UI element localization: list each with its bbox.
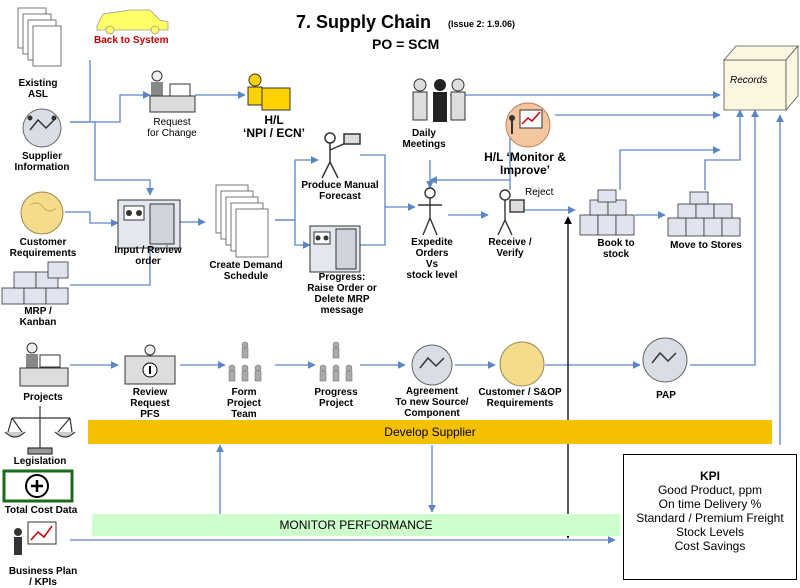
- projects-label: Projects: [23, 392, 63, 403]
- kpi-item: Good Product, ppm: [657, 483, 763, 497]
- person-box-icon: [497, 189, 525, 236]
- records-label: Records: [730, 75, 768, 86]
- back-to-system-link[interactable]: Back to System: [94, 35, 169, 46]
- machine-icon: [117, 199, 181, 249]
- hl-npi-label: H/L ‘NPI / ECN’: [242, 113, 305, 140]
- input-review-order-label: Input / Review order: [114, 245, 182, 267]
- hl-monitor-improve-label: H/L ‘Monitor & Improve’: [484, 150, 566, 177]
- business-plan-label: Business Plan / KPIs: [8, 566, 78, 588]
- boxes-icon: [1, 261, 69, 305]
- pap-label: PAP: [656, 390, 676, 401]
- customer-requirements-label: Customer Requirements: [9, 237, 77, 259]
- handshake-globe-icon: [22, 108, 62, 148]
- kpi-title: KPI: [699, 469, 720, 483]
- mrp-kanban-label: MRP / Kanban: [19, 306, 57, 328]
- progress-raise-order-label: Progress: Raise Order or Delete MRP mess…: [307, 272, 377, 316]
- monitor-improve-icon: [505, 102, 551, 148]
- produce-manual-forecast-label: Produce Manual Forecast: [301, 180, 379, 202]
- receive-verify-label: Receive / Verify: [488, 237, 532, 259]
- develop-supplier-band: Develop Supplier: [88, 420, 772, 444]
- total-cost-data-label: Total Cost Data: [4, 505, 78, 516]
- person-icon: [418, 187, 442, 236]
- kpi-item: On time Delivery %: [658, 497, 762, 511]
- desk-info-icon: [124, 344, 176, 385]
- kpi-item: Cost Savings: [674, 539, 746, 553]
- worker-yellow-icon: [247, 73, 291, 111]
- expedite-orders-label: Expedite Orders Vs stock level: [406, 237, 458, 281]
- kpi-item: Standard / Premium Freight: [636, 511, 784, 525]
- desk-worker-icon: [19, 342, 69, 387]
- issue-label: (Issue 2: 1.9.06): [448, 19, 516, 29]
- team-icon: [319, 341, 353, 382]
- request-for-change-label: Request for Change: [147, 117, 197, 139]
- customer-sop-label: Customer / S&OP Requirements: [478, 387, 562, 409]
- book-to-stock-label: Book to stock: [597, 238, 635, 260]
- daily-meetings-label: Daily Meetings: [402, 128, 446, 150]
- legislation-label: Legislation: [13, 456, 67, 467]
- boxes-icon: [667, 191, 741, 237]
- presenter-chart-icon: [14, 521, 57, 555]
- desk-worker-icon: [149, 70, 196, 113]
- team-icon: [228, 341, 262, 382]
- kpi-box: KPI Good Product, ppm On time Delivery %…: [623, 454, 797, 580]
- monitor-performance-band: MONITOR PERFORMANCE: [92, 514, 620, 536]
- page-title: 7. Supply Chain: [296, 12, 432, 32]
- review-request-pfs-label: Review Request PFS: [130, 387, 170, 420]
- reject-label: Reject: [525, 187, 554, 198]
- globe-icon: [499, 341, 545, 387]
- records-box-icon: [723, 44, 799, 112]
- page-subtitle: PO = SCM: [372, 36, 440, 52]
- progress-project-label: Progress Project: [314, 387, 358, 409]
- form-project-team-label: Form Project Team: [227, 387, 261, 420]
- machine-icon: [309, 225, 361, 273]
- move-to-stores-label: Move to Stores: [670, 240, 742, 251]
- boxes-icon: [579, 189, 635, 236]
- handshake-globe-icon: [642, 337, 688, 383]
- documents-icon: [215, 184, 269, 258]
- meeting-group-icon: [412, 78, 466, 122]
- agreement-label: Agreement To new Source/ Component: [395, 386, 469, 419]
- scale-icon: [4, 406, 76, 455]
- person-money-icon: [321, 132, 361, 179]
- documents-icon: [17, 7, 62, 67]
- create-demand-schedule-label: Create Demand Schedule: [209, 260, 283, 282]
- globe-icon: [20, 191, 64, 235]
- supplier-information-label: Supplier Information: [14, 151, 70, 173]
- plus-panel-icon: [2, 469, 74, 503]
- kpi-item: Stock Levels: [675, 525, 745, 539]
- car-icon: [96, 9, 169, 35]
- handshake-globe-icon: [411, 344, 453, 386]
- connectors: [65, 60, 784, 544]
- existing-asl-label: Existing ASL: [18, 78, 58, 100]
